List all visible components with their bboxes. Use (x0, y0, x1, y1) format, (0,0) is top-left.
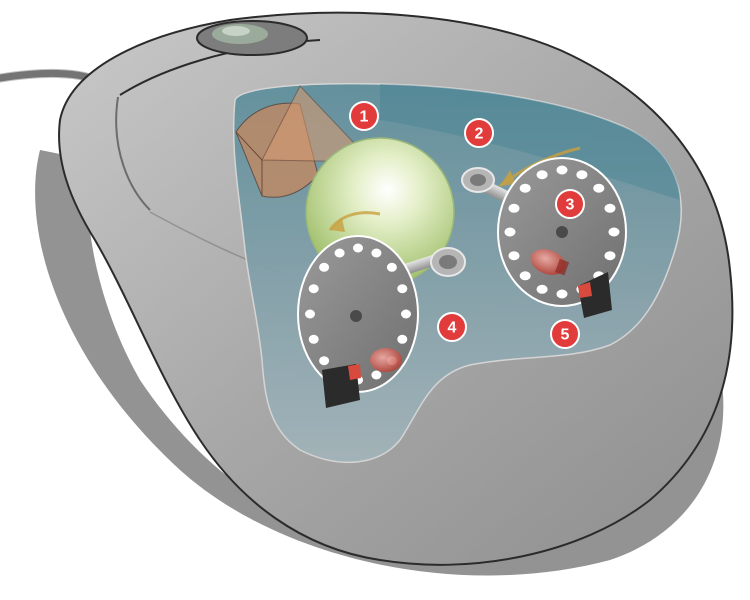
encoder-hole (604, 251, 616, 261)
encoder-hole (519, 271, 531, 281)
encoder-hole (319, 356, 330, 366)
encoder-hole (397, 334, 408, 344)
callout-3: 3 (555, 189, 585, 219)
encoder-hole (604, 203, 616, 213)
callout-3-label: 3 (566, 197, 575, 214)
callout-1-label: 1 (360, 109, 369, 126)
prism-icon (235, 85, 374, 198)
encoder-hole (371, 248, 382, 258)
encoder-hole (319, 262, 330, 272)
encoder-hole (308, 284, 319, 294)
encoder-hole (334, 248, 345, 258)
encoder-hole (308, 334, 319, 344)
encoder-hole (353, 243, 363, 253)
encoder-hole (386, 262, 397, 272)
encoder-hole (556, 289, 568, 299)
encoder-hole (519, 183, 531, 193)
encoder-hole (536, 284, 548, 294)
encoder-hole (508, 251, 520, 261)
encoder-hole (508, 203, 520, 213)
mouse-shadow (35, 150, 724, 576)
photo-sensor-icon (322, 364, 361, 408)
scroll-wheel-icon (196, 20, 308, 56)
rotation-arrow-x (328, 211, 381, 231)
photo-sensor-icon (578, 272, 612, 318)
encoder-hole (556, 165, 568, 175)
callout-5-label: 5 (561, 327, 570, 344)
callout-2: 2 (464, 118, 494, 148)
encoder-hole (305, 309, 315, 319)
callout-1: 1 (349, 101, 379, 131)
encoder-hole (536, 170, 548, 180)
encoder-hole (371, 370, 382, 380)
encoder-hole (608, 227, 620, 237)
callout-4-label: 4 (448, 320, 457, 337)
encoder-hole (576, 170, 588, 180)
callout-2-label: 2 (475, 126, 484, 143)
encoder-hole (593, 183, 605, 193)
callout-4: 4 (437, 312, 467, 342)
callout-5: 5 (550, 319, 580, 349)
led-icon (530, 249, 570, 276)
encoder-hole (401, 309, 411, 319)
encoder-hole (397, 284, 408, 294)
encoder-hole (504, 227, 516, 237)
led-icon (370, 348, 402, 372)
